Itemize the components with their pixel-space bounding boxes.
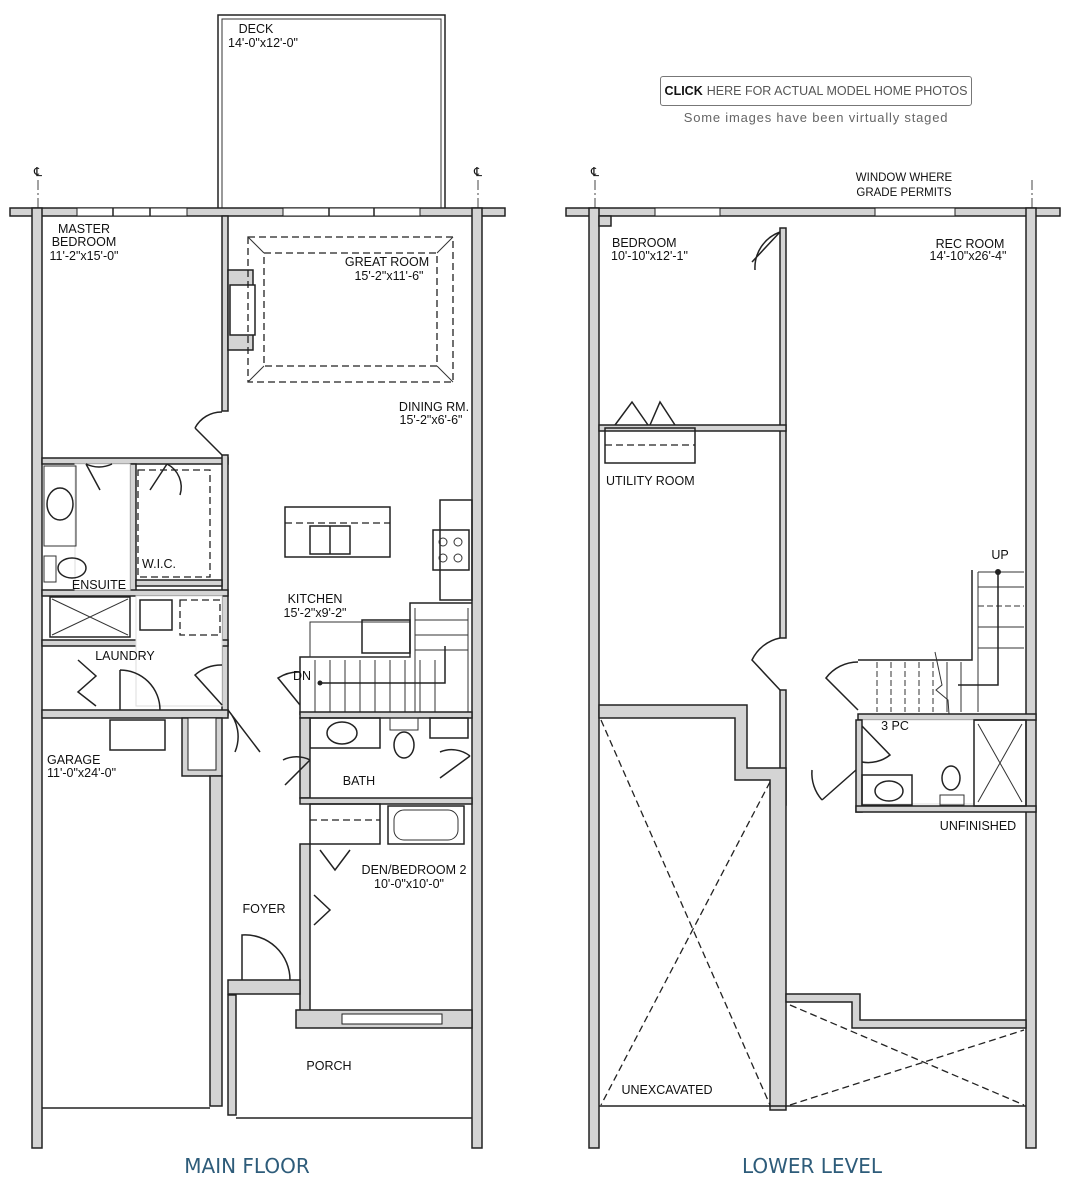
great-room-label: GREAT ROOM <box>345 255 429 269</box>
washer-dryer <box>179 599 221 636</box>
door-master-bedroom <box>194 411 223 456</box>
main-floor-plan: ℄ ℄ <box>9 14 506 1149</box>
unfinished-cross <box>789 1004 1025 1106</box>
three-pc-label: 3 PC <box>881 719 909 733</box>
lower-stairs <box>858 569 1024 729</box>
lower-level-plan: ℄ <box>565 165 1061 1149</box>
garage-label: GARAGE <box>47 753 101 767</box>
bathtub-icon <box>46 487 74 521</box>
kitchen-size: 15'-2"x9'-2" <box>284 606 347 620</box>
master-bedroom-label-2: BEDROOM <box>52 235 117 249</box>
unexcavated-label: UNEXCAVATED <box>622 1083 713 1097</box>
sink-icon <box>139 599 173 631</box>
bath-label: BATH <box>343 774 375 788</box>
toilet-icon <box>57 557 87 579</box>
shower-icon <box>49 596 131 638</box>
unexcavated-wall <box>598 704 787 1111</box>
sink-icon <box>874 780 904 802</box>
den-size: 10'-0"x10'-0" <box>374 877 444 891</box>
stairs-down-label: DN <box>293 669 311 683</box>
garage-wall <box>209 775 223 1107</box>
photos-button-label: HERE FOR ACTUAL MODEL HOME PHOTOS <box>706 84 968 98</box>
foyer-label: FOYER <box>242 902 285 916</box>
bathtub-icon <box>387 805 465 845</box>
unfinished-label: UNFINISHED <box>940 819 1016 833</box>
centerline-mark: ℄ <box>473 165 483 179</box>
master-bedroom-label: MASTER <box>58 222 110 236</box>
shower-icon <box>973 719 1027 807</box>
unexcavated-cross <box>600 719 771 1106</box>
stairs-up-label: UP <box>991 548 1008 562</box>
three-pc-tiles <box>861 719 975 805</box>
main-stairs <box>299 602 472 715</box>
laundry-label: LAUNDRY <box>95 649 155 663</box>
kitchen-island <box>284 506 391 558</box>
bedroom-label: BEDROOM <box>612 236 677 250</box>
exterior-wall-top <box>9 207 506 217</box>
lower-level-title: LOWER LEVEL <box>742 1154 883 1178</box>
master-bedroom-size: 11'-2"x15'-0" <box>49 249 118 263</box>
centerline-mark: ℄ <box>33 165 43 179</box>
virtually-staged-note: Some images have been virtually staged <box>683 110 949 125</box>
ensuite-label: ENSUITE <box>72 578 126 592</box>
fireplace <box>229 284 256 336</box>
great-room-size: 15'-2"x11'-6" <box>354 269 423 283</box>
porch-label: PORCH <box>306 1059 351 1073</box>
window-note-line1: WINDOW WHERE <box>856 172 953 184</box>
exterior-wall-left <box>31 207 43 1149</box>
window-note-line2: GRADE PERMITS <box>856 187 952 199</box>
bath-toilet-icon <box>393 731 415 759</box>
dining-room-size: 15'-2"x6'-6" <box>400 413 463 427</box>
photos-button-strong: CLICK <box>664 84 703 98</box>
dining-room-label: DINING RM. <box>399 400 469 414</box>
kitchen-label: KITCHEN <box>288 592 343 606</box>
toilet-icon <box>941 765 961 791</box>
room-labels: DECK 14'-0"x12'-0" MASTER BEDROOM 11'-2"… <box>47 22 1016 1178</box>
tray-ceiling <box>247 236 454 383</box>
stove-icon <box>432 529 470 571</box>
garage-size: 11'-0"x24'-0" <box>47 766 116 780</box>
bedroom-size: 10'-10"x12'-1" <box>611 249 688 263</box>
den-label: DEN/BEDROOM 2 <box>362 863 467 877</box>
rec-room-label: REC ROOM <box>936 237 1005 251</box>
main-floor-title: MAIN FLOOR <box>184 1154 310 1178</box>
rec-room-size: 14'-10"x26'-4" <box>930 249 1007 263</box>
bath-sink-icon <box>326 721 358 745</box>
deck-label: DECK <box>239 22 274 36</box>
exterior-wall-right <box>471 207 483 1149</box>
deck-size: 14'-0"x12'-0" <box>228 36 298 50</box>
utility-room-label: UTILITY ROOM <box>606 474 695 488</box>
front-door <box>241 934 291 981</box>
centerline-mark: ℄ <box>590 165 600 179</box>
wic-label: W.I.C. <box>142 557 176 571</box>
ensuite-tiles <box>74 463 223 707</box>
